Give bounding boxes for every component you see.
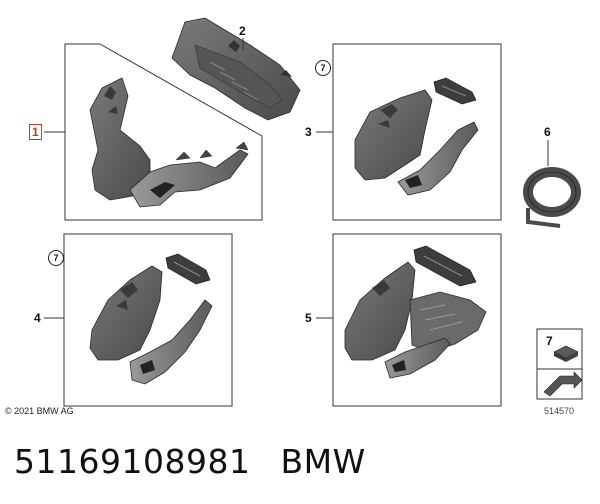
legend-box [536, 328, 583, 400]
part-4-drawing [89, 253, 213, 385]
callout-4[interactable]: 4 [34, 311, 41, 325]
legend-arrow-icon [543, 371, 583, 397]
callout-6[interactable]: 6 [544, 125, 551, 139]
part-caption: 51169108981 BMW [14, 442, 366, 481]
diagram-reference-number: 514570 [544, 406, 575, 416]
legend-pad-icon [553, 345, 579, 362]
callout-2[interactable]: 2 [239, 24, 246, 38]
legend-7-label: 7 [546, 334, 553, 348]
callout-1-highlight [29, 124, 42, 140]
diagram-drawing [44, 17, 583, 407]
brand-name: BMW [280, 442, 366, 481]
frame-part-4 [63, 233, 233, 407]
exploded-parts-diagram: 1 2 3 4 5 6 7 7 7 © 2021 BMW AG 514570 [5, 17, 583, 416]
part-5-drawing [344, 245, 487, 379]
part-1-drawing [89, 77, 249, 208]
frame-part-5 [332, 233, 502, 407]
copyright-text: © 2021 BMW AG [5, 406, 74, 416]
callout-3[interactable]: 3 [305, 125, 312, 139]
note-7-circle-b: 7 [48, 250, 64, 266]
callout-1[interactable]: 1 [32, 125, 39, 139]
frame-part-1 [64, 43, 263, 221]
part-3-drawing [354, 77, 479, 196]
part-6-drawing [523, 140, 581, 228]
callout-5[interactable]: 5 [305, 311, 312, 325]
note-7-circle-a: 7 [315, 60, 331, 76]
part-number: 51169108981 [14, 442, 251, 481]
part-2-drawing [171, 17, 301, 121]
